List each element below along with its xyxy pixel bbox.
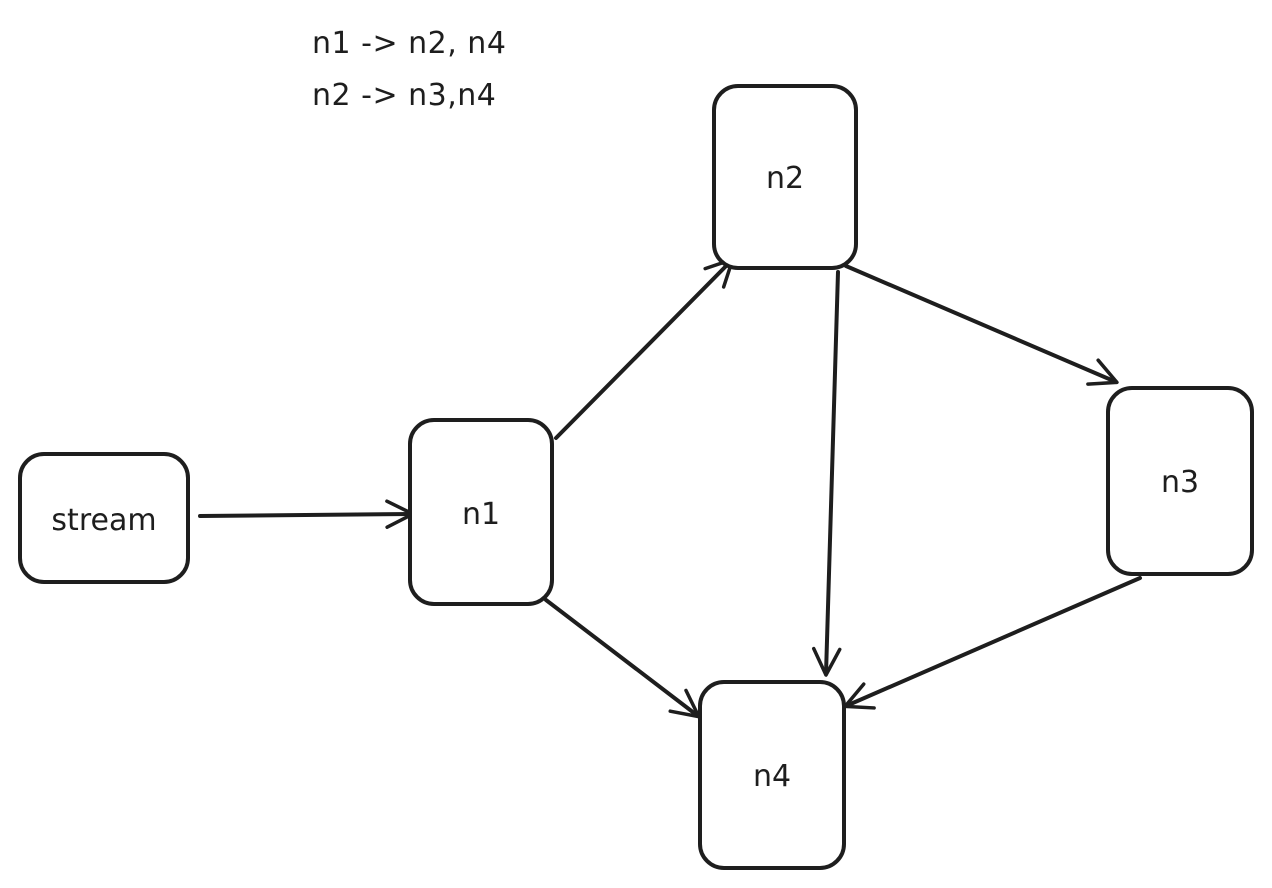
edge-stream-to-n1[interactable] [198, 499, 415, 529]
node-n4-label: n4 [753, 759, 791, 794]
adjacency-note-line-2: n2 -> n3,n4 [312, 78, 497, 113]
node-n2-label: n2 [766, 161, 804, 196]
node-n2[interactable]: n2 [712, 84, 858, 270]
edge-n2-to-n4[interactable] [812, 270, 842, 677]
adjacency-note-line-1: n1 -> n2, n4 [312, 26, 507, 61]
node-n3-label: n3 [1161, 465, 1199, 500]
node-n1-label: n1 [462, 497, 500, 532]
edge-n2-to-n3[interactable] [844, 264, 1119, 386]
node-n3[interactable]: n3 [1106, 386, 1254, 576]
edges [198, 257, 1142, 719]
edge-n3-to-n4[interactable] [843, 576, 1142, 710]
node-stream[interactable]: stream [18, 452, 190, 584]
node-n1[interactable]: n1 [408, 418, 554, 606]
edge-n1-to-n4[interactable] [544, 598, 701, 719]
edge-n1-to-n2[interactable] [554, 257, 735, 440]
node-stream-label: stream [51, 503, 156, 538]
node-n4[interactable]: n4 [698, 680, 846, 870]
